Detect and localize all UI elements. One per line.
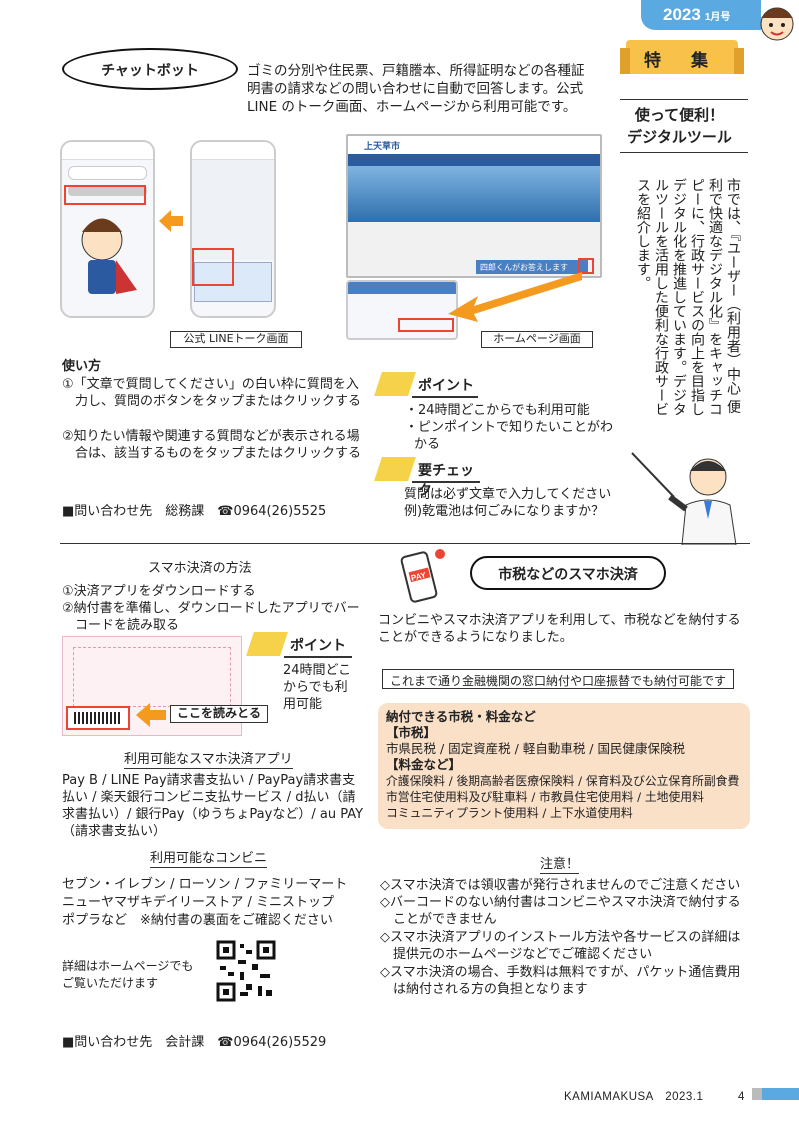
homepage-banner[interactable]: 四郎くんがお答えします: [476, 260, 588, 274]
tax-items: 市県民税 / 固定資産税 / 軽自動車税 / 国民健康保険税: [386, 741, 685, 756]
payment-notice: これまで通り金融機関の窓口納付や口座振替でも納付可能です: [382, 669, 734, 689]
feature-title: 使って便利！ デジタルツール: [612, 104, 747, 148]
feature-title-rule-bottom: [620, 152, 748, 153]
payment-point-text: 24時間どこからでも利用可能: [283, 663, 352, 712]
homepage-screen: 上天草市: [346, 134, 602, 278]
payment-title-bubble: 市税などのスマホ決済: [470, 556, 666, 590]
line-phone-screen-1: [60, 140, 155, 318]
chatbot-contact: ■問い合わせ先 総務課 ☎0964(26)5525: [62, 504, 327, 519]
chatbot-point-label: ポイント: [418, 378, 474, 394]
payment-intro: コンビニやスマホ決済アプリを利用して、市税などを納付することができるようになりま…: [378, 613, 741, 645]
mascot-icon: [760, 7, 794, 41]
question-input-highlight: [64, 185, 146, 205]
chatbot-title-bubble: チャットボット: [62, 48, 238, 90]
check-note-1: 質問は必ず文章で入力してください: [404, 487, 612, 502]
feature-title-line-1: 使って便利！: [634, 106, 725, 124]
line-phone-screen-2: [190, 140, 276, 318]
tax-label: 【市税】: [386, 725, 437, 740]
conv-title: 利用可能なコンビニ: [150, 851, 268, 868]
homepage-caption: ホームページ画面: [481, 331, 593, 348]
conv-line-2: ニューヤマザキデイリーストア / ミニストップ: [62, 895, 334, 910]
check-tag-shape: [374, 457, 416, 481]
chat-question-highlight: [398, 318, 454, 332]
qr-code-icon[interactable]: [216, 940, 276, 1002]
fee-items-2: 市営住宅使用料及び駐車料 / 市教員住宅使用料 / 土地使用料: [386, 790, 704, 804]
richmenu-highlight: [192, 248, 234, 286]
usage-step-2: ②知りたい情報や関連する質問などが表示される場合は、該当するものをタップまたはク…: [62, 429, 362, 461]
fees-panel: 納付できる市税・料金など 【市税】 市県民税 / 固定資産税 / 軽自動車税 /…: [378, 703, 750, 829]
point-underline: [412, 396, 478, 398]
arrow-left-icon: [159, 210, 183, 232]
fee-items-1: 介護保険料 / 後期高齢者医療保険料 / 保育料及び公立保育所副食費: [386, 774, 740, 788]
chatbot-point-1: ・24時間どこからでも利用可能: [405, 403, 590, 418]
method-step-1: ①決済アプリをダウンロードする: [62, 584, 256, 599]
homepage-chat-button-highlight: [578, 258, 594, 274]
footer-accent-bar: [752, 1088, 799, 1100]
payment-point-label: ポイント: [290, 638, 346, 654]
issue-month: 1月号: [704, 12, 731, 23]
check-note-2: 例)乾電池は何ごみになりますか？: [404, 504, 605, 519]
feature-badge: 特 集: [620, 40, 744, 74]
conv-line-3: ポプラなど ※納付書の裏面をご確認ください: [62, 913, 333, 928]
check-label: 要チェック: [418, 463, 474, 499]
payment-point-tag-shape: [246, 632, 288, 656]
chatbot-point-heading: ポイント: [374, 372, 478, 398]
point-tag-shape: [374, 372, 416, 396]
footer-publication: KAMIAMAKUSA 2023.1: [564, 1091, 704, 1103]
check-heading: 要チェック: [374, 457, 480, 499]
pay-icon-text: PAY: [410, 570, 427, 583]
usage-step-1: ①「文章で質問してください」の白い枠に質問を入力し、質問のボタンをタップまたはク…: [62, 377, 362, 409]
page-number: 4: [738, 1091, 745, 1103]
apps-list: Pay B / LINE Pay請求書支払い / PayPay請求書支払い / …: [62, 773, 364, 839]
payment-point-underline: [284, 656, 352, 658]
feature-intro-vertical: 市では、『ユーザー（利用者）中心 便利で快適なデジタル化』をキャッチコピーに、行…: [635, 178, 741, 416]
caution-3: ◇スマホ決済アプリのインストール方法や各サービスの詳細は提供元のホームページなど…: [380, 930, 741, 962]
details-note: 詳細はホームページでもご覧いただけます: [62, 959, 194, 990]
barcode-highlight: [66, 706, 130, 730]
chatbot-description: ゴミの分別や住民票、戸籍謄本、所得証明などの各種証明書の請求などの問い合わせに自…: [247, 63, 585, 115]
homepage-site-name: 上天草市: [348, 136, 600, 154]
method-step-2: ②納付書を準備し、ダウンロードしたアプリでバーコードを読み取る: [62, 601, 360, 633]
read-here-label: ここを読みとる: [170, 705, 268, 723]
issue-year: 2023: [663, 5, 701, 24]
conv-line-1: セブン・イレブン / ローソン / ファミリーマート: [62, 877, 348, 892]
caution-1: ◇スマホ決済では領収書が発行されませんのでご注意ください: [380, 878, 741, 893]
check-underline: [412, 481, 480, 483]
chatbot-point-2: ・ピンポイントで知りたいことがわかる: [405, 420, 614, 452]
arrow-down-left-icon: [448, 272, 582, 322]
line-caption: 公式 LINEトーク画面: [170, 331, 302, 348]
feature-title-line-2: デジタルツール: [627, 128, 732, 146]
fees-title: 納付できる市税・料金など: [386, 709, 536, 724]
feature-title-rule-top: [620, 99, 748, 100]
usage-title: 使い方: [62, 359, 102, 374]
payment-contact: ■問い合わせ先 会計課 ☎0964(26)5529: [62, 1035, 327, 1050]
caution-4: ◇スマホ決済の場合、手数料は無料ですが、パケット通信費用は納付される方の負担とな…: [380, 965, 741, 997]
method-title: スマホ決済の方法: [148, 561, 252, 576]
caution-title: 注意！: [540, 857, 580, 874]
shiro-mascot-icon: [81, 218, 137, 294]
teacher-pointing-illustration: [631, 452, 737, 545]
smartphone-pay-icon: PAY: [400, 549, 445, 603]
arrow-left-barcode-icon: [136, 703, 166, 727]
section-divider: [60, 543, 750, 544]
apps-title: 利用可能なスマホ決済アプリ: [124, 752, 293, 769]
fee-items-3: コミュニティプラント使用料 / 上下水道使用料: [386, 806, 633, 820]
fee-label: 【料金など】: [386, 757, 462, 772]
payment-point-heading: ポイント: [246, 632, 352, 658]
caution-2: ◇バーコードのない納付書はコンビニやスマホ決済で納付することができません: [380, 895, 741, 927]
